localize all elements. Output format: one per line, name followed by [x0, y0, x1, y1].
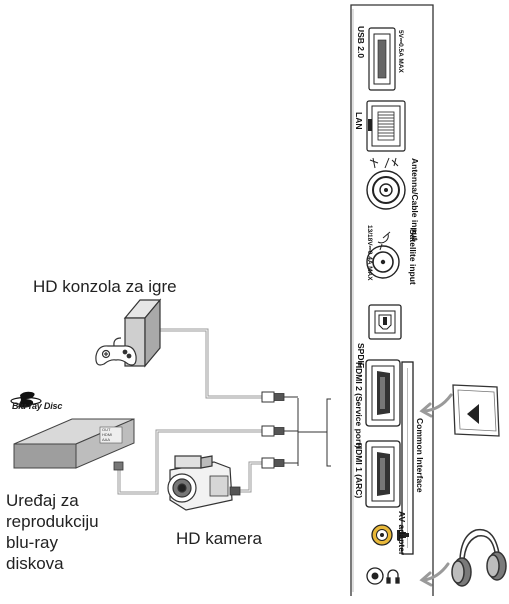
- hdmi-plug-bluray: [261, 425, 298, 437]
- bluray-label-line: reprodukciju: [6, 512, 99, 531]
- bluray-logo-text: Blu-ray Disc: [12, 401, 63, 411]
- headphones-icon: [451, 528, 507, 587]
- bluray-connector: [113, 461, 124, 471]
- hdmi1-label: HDMI 1 (ARC): [354, 443, 364, 499]
- headphone-arrow-icon: [419, 562, 450, 587]
- gamepad-icon: [95, 337, 137, 366]
- usb-rating: 5V⎓0.5A MAX: [397, 30, 404, 73]
- av-adapter-port: [371, 524, 393, 546]
- lan-port: [366, 100, 406, 152]
- bluray-player: [13, 418, 135, 469]
- console-label: HD konzola za igre: [33, 277, 177, 296]
- hdmi-plug-console: [261, 391, 298, 403]
- satellite-rating: 13/18V⎓0.4A MAX: [366, 225, 373, 281]
- ci-slot: [401, 361, 414, 555]
- hdmi1-port: [365, 440, 401, 508]
- bluray-box-labels: OUT HDMI AAA: [102, 427, 112, 442]
- satellite-label: Satellite input: [408, 229, 418, 285]
- tv-back-panel: [350, 4, 434, 596]
- bluray-label-line: blu-ray: [6, 533, 58, 552]
- bluray-box-text-extra: AAA: [102, 437, 111, 442]
- bluray-box-text-out: OUT: [102, 427, 111, 432]
- bluray-logo: [10, 391, 42, 408]
- usb-label: USB 2.0: [356, 26, 366, 59]
- camera-cable-core: [238, 462, 262, 492]
- camera-label: HD kamera: [176, 529, 262, 548]
- spdif-port: [368, 304, 402, 340]
- bluray-box-text-hdmi: HDMI: [102, 432, 113, 437]
- bluray-label-line: diskova: [6, 554, 64, 573]
- hdmi-plug-camera: [261, 457, 298, 469]
- ci-label: Common Interface: [415, 418, 425, 493]
- antenna-symbol-icon: [369, 157, 399, 169]
- satellite-dish-icon: [377, 231, 391, 251]
- satellite-port: [366, 245, 400, 279]
- camcorder: [167, 455, 233, 511]
- lan-label: LAN: [354, 112, 364, 130]
- antenna-port: [366, 170, 406, 210]
- ci-arrow-icon: [419, 393, 453, 418]
- bluray-label: Uređaj za reprodukciju blu-ray diskova: [6, 490, 99, 574]
- headphone-small-icon: [386, 569, 400, 584]
- game-console: [123, 298, 162, 368]
- console-cable-core: [159, 329, 262, 398]
- hdmi-bracket: [297, 398, 331, 467]
- hdmi2-port: [365, 359, 401, 427]
- av-plug-icon: [397, 530, 409, 540]
- bluray-cable-core: [118, 430, 262, 494]
- console-cable: [159, 328, 262, 399]
- bluray-label-line: Uređaj za: [6, 491, 79, 510]
- headphone-port: [366, 567, 384, 585]
- hdmi2-label: HDMI 2 (Service port): [354, 362, 364, 448]
- usb-port: [368, 27, 396, 91]
- av-label: AV adapter: [397, 511, 407, 556]
- camera-connector: [229, 486, 241, 496]
- ci-card: [452, 384, 500, 437]
